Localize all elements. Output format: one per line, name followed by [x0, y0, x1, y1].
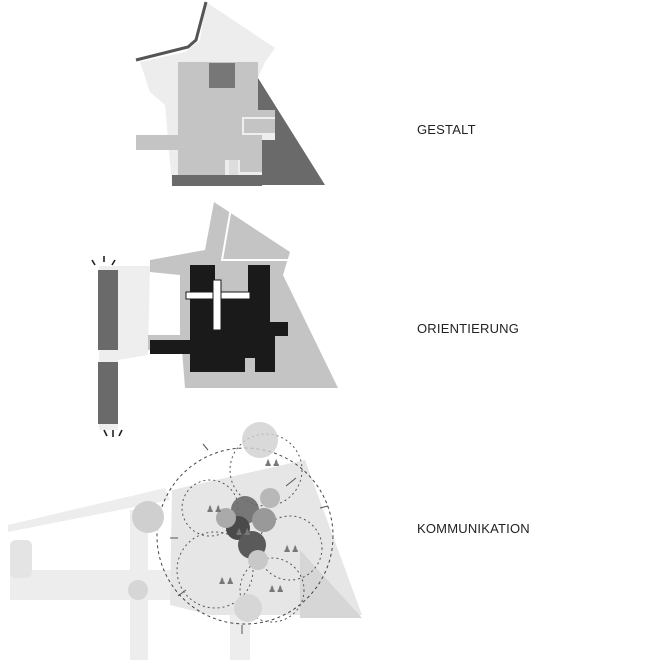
- dashed-circle-icon: [239, 557, 305, 623]
- svg-text:♟♟: ♟♟: [206, 505, 222, 515]
- svg-text:♟♟: ♟♟: [283, 545, 299, 555]
- wing-right-black: [255, 322, 288, 336]
- panel-kommunikation: ♟♟ ♟♟ ♟♟ ♟♟ ♟♟ ♟♟ KOMMUNIKATION: [0, 420, 660, 660]
- blob: [248, 550, 268, 570]
- orientierung-diagram: [91, 201, 338, 437]
- label-kommunikation: KOMMUNIKATION: [417, 521, 530, 536]
- blob: [252, 508, 276, 532]
- separator-line: [220, 201, 290, 261]
- blob: [132, 501, 164, 533]
- street-top: [8, 488, 170, 532]
- sun-ray-icon: [103, 429, 123, 437]
- site-edge-line: [135, 1, 208, 62]
- wing-right: [242, 117, 277, 135]
- sun-ray-icon: [91, 256, 116, 266]
- left-strip-top: [98, 270, 118, 350]
- blob: [260, 488, 280, 508]
- street-left-end: [10, 540, 32, 578]
- wing-bottom-slot: [229, 160, 238, 182]
- courtyard-block: [209, 63, 235, 88]
- blob: [128, 580, 148, 600]
- svg-text:♟♟: ♟♟: [235, 528, 251, 538]
- person-pair-icon: ♟♟ ♟♟ ♟♟ ♟♟ ♟♟ ♟♟: [206, 459, 299, 595]
- label-orientierung: ORIENTIERUNG: [417, 321, 520, 336]
- blob: [242, 422, 278, 458]
- gestalt-diagram: [135, 1, 325, 186]
- svg-text:♟♟: ♟♟: [218, 577, 234, 587]
- kommunikation-diagram: ♟♟ ♟♟ ♟♟ ♟♟ ♟♟ ♟♟: [8, 422, 362, 660]
- street-horizontal: [10, 570, 190, 600]
- svg-text:♟♟: ♟♟: [268, 585, 284, 595]
- dark-triangle: [258, 78, 325, 185]
- base-strip: [172, 175, 262, 186]
- blob: [234, 594, 262, 622]
- wing-left-black: [150, 340, 197, 354]
- arrow-icon: [170, 443, 329, 634]
- label-gestalt: GESTALT: [417, 122, 476, 137]
- building-mass: [136, 62, 275, 175]
- left-strip-bottom: [98, 362, 118, 424]
- panel-orientierung: ORIENTIERUNG: [0, 200, 660, 440]
- blob: [216, 508, 236, 528]
- dashed-circle-icon: [176, 531, 254, 609]
- cross-path-vertical: [212, 279, 222, 331]
- svg-text:♟♟: ♟♟: [264, 459, 280, 469]
- panel-gestalt: GESTALT: [0, 0, 660, 200]
